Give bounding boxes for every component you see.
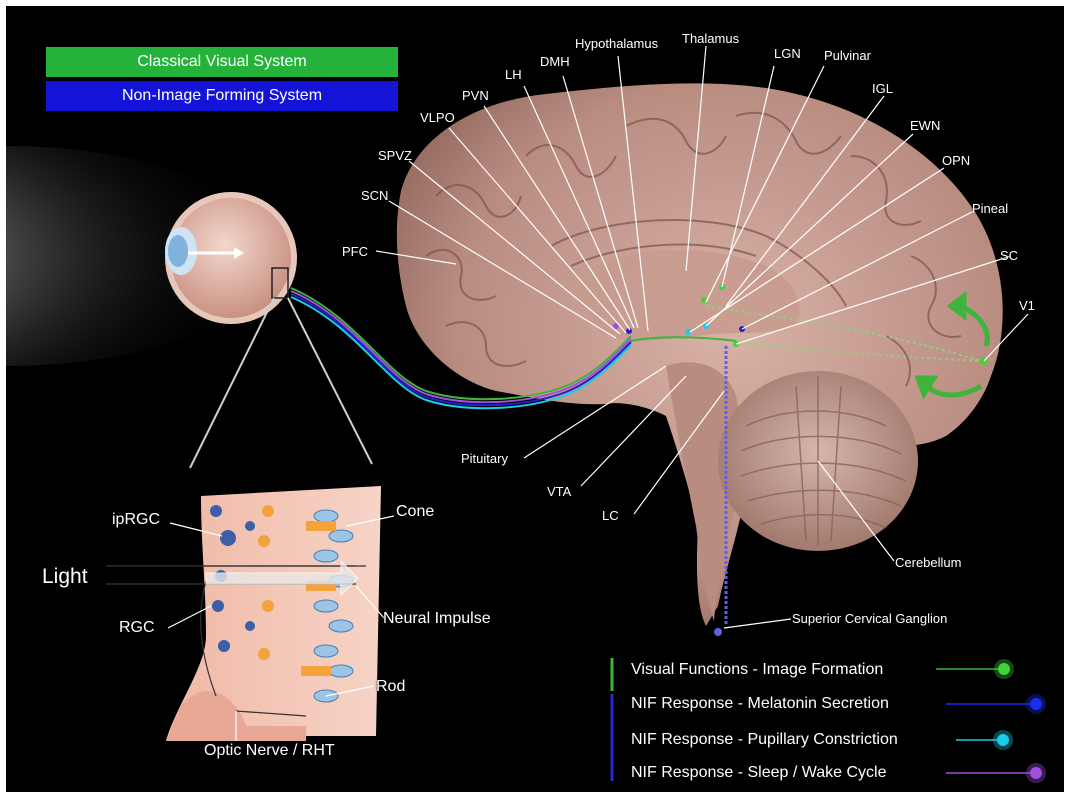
label-cone: Cone (396, 503, 434, 521)
label-optic-nerve-rht: Optic Nerve / RHT (204, 742, 335, 760)
legend-sleep-wake-cycle: NIF Response - Sleep / Wake Cycle (631, 764, 887, 782)
label-light: Light (42, 565, 88, 589)
illustration (6, 6, 1064, 792)
label-pituitary: Pituitary (461, 451, 508, 466)
legend-image-formation: Visual Functions - Image Formation (631, 661, 883, 679)
label-igl: IGL (872, 81, 893, 96)
label-sc: SC (1000, 248, 1018, 263)
label-cerebellum: Cerebellum (895, 555, 961, 570)
label-dmh: DMH (540, 54, 570, 69)
label-pfc: PFC (342, 244, 368, 259)
legend-melatonin-secretion: NIF Response - Melatonin Secretion (631, 695, 889, 713)
legend-non-image-forming-system: Non-Image Forming System (46, 81, 398, 111)
label-spvz: SPVZ (378, 148, 412, 163)
legend-pupillary-constriction: NIF Response - Pupillary Constriction (631, 731, 898, 749)
eye (165, 195, 294, 321)
diagram-canvas: Classical Visual System Non-Image Formin… (6, 6, 1064, 792)
label-lh: LH (505, 67, 522, 82)
label-rgc: RGC (119, 619, 155, 637)
label-scn: SCN (361, 188, 388, 203)
label-opn: OPN (942, 153, 970, 168)
label-vlpo: VLPO (420, 110, 455, 125)
label-ewn: EWN (910, 118, 940, 133)
label-superior-cervical-ganglion: Superior Cervical Ganglion (792, 611, 947, 626)
label-iprgc: ipRGC (112, 511, 160, 529)
label-pineal: Pineal (972, 201, 1008, 216)
label-thalamus: Thalamus (682, 31, 739, 46)
label-lgn: LGN (774, 46, 801, 61)
label-pulvinar: Pulvinar (824, 48, 871, 63)
label-rod: Rod (376, 678, 405, 696)
label-neural-impulse: Neural Impulse (383, 610, 491, 628)
label-v1: V1 (1019, 298, 1035, 313)
label-pvn: PVN (462, 88, 489, 103)
label-hypothalamus: Hypothalamus (575, 36, 658, 51)
legend-classical-visual-system: Classical Visual System (46, 47, 398, 77)
label-vta: VTA (547, 484, 571, 499)
label-lc: LC (602, 508, 619, 523)
